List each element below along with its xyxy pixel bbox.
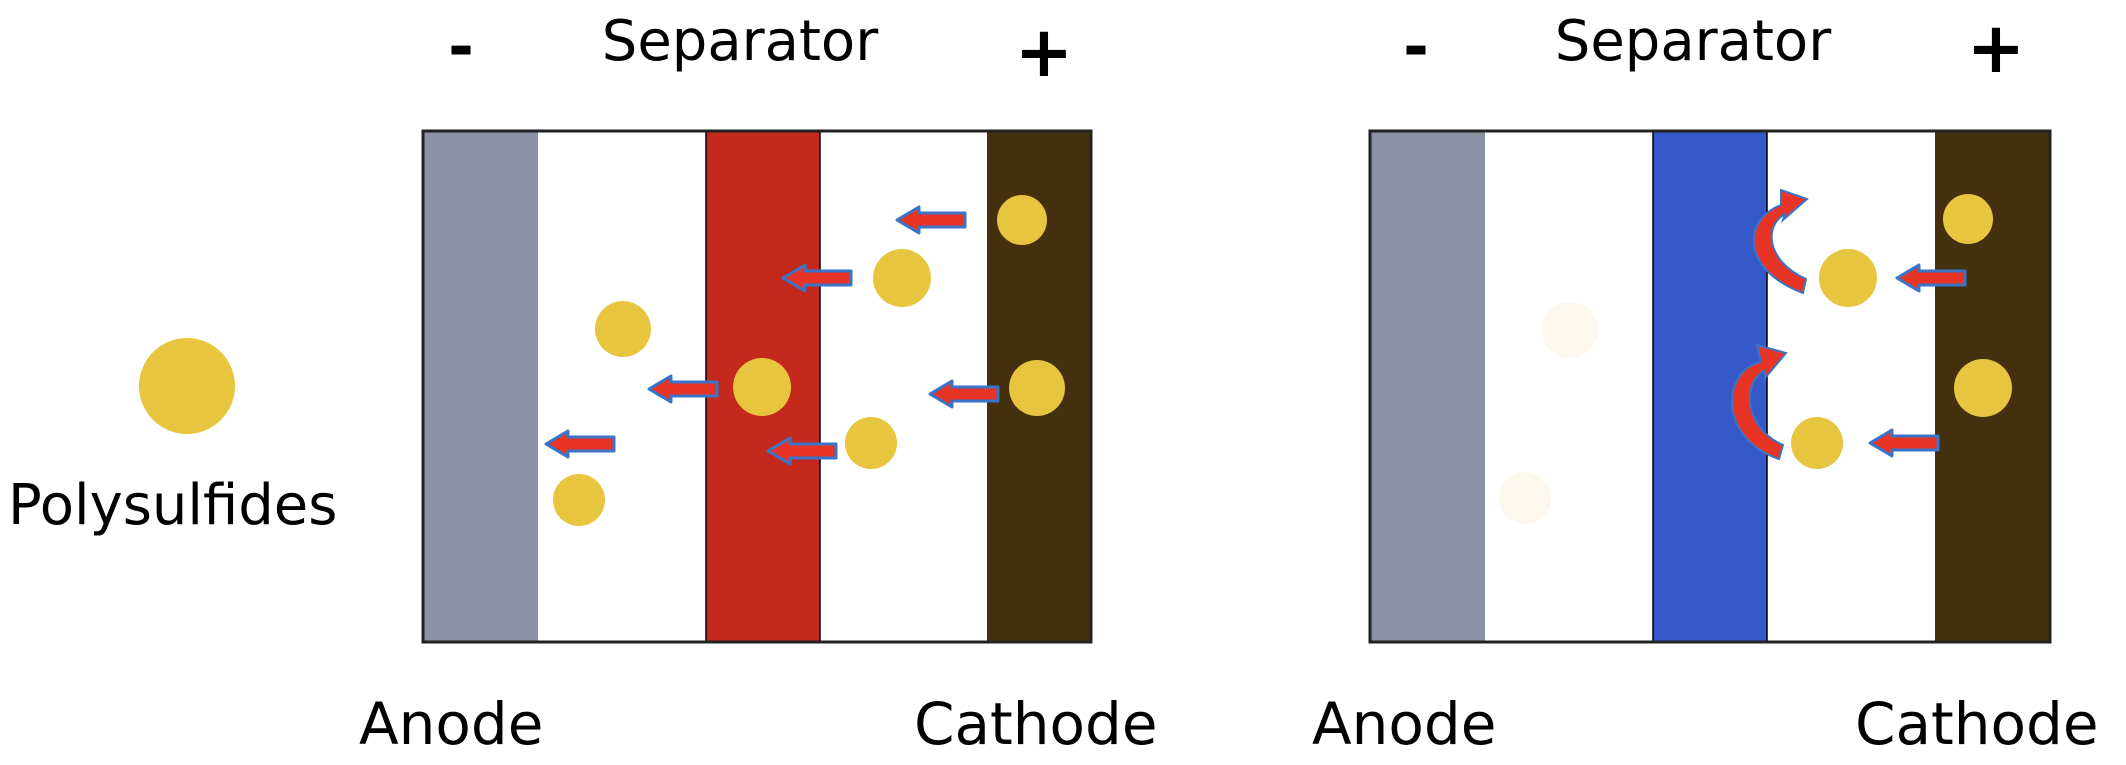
polysulfide	[873, 249, 931, 307]
right-panel: - Separator + Anode Cathode	[1312, 7, 2099, 758]
polysulfide	[997, 195, 1047, 245]
bounce-back-arrow-icon	[1731, 343, 1788, 461]
left-anode	[423, 131, 538, 642]
polysulfide	[1791, 417, 1843, 469]
polysulfide	[733, 358, 791, 416]
polysulfide	[595, 301, 651, 357]
left-separator-label: Separator	[602, 9, 879, 74]
polysulfide-faded	[1499, 472, 1551, 524]
polysulfide	[553, 474, 605, 526]
polysulfide	[1009, 360, 1065, 416]
right-plus-sign: +	[1967, 7, 2026, 89]
left-panel: - Separator + Anode Cathode	[359, 9, 1158, 758]
right-cathode-label: Cathode	[1855, 690, 2099, 758]
polysulfide	[845, 417, 897, 469]
left-minus-sign: -	[448, 10, 474, 83]
right-cell-border	[1368, 129, 2052, 644]
polysulfides-label: Polysulfides	[8, 473, 337, 538]
left-anode-label: Anode	[359, 690, 543, 758]
left-cell-border	[421, 129, 1093, 644]
left-plus-sign: +	[1015, 11, 1074, 93]
left-cathode-label: Cathode	[914, 690, 1158, 758]
right-separator-label: Separator	[1555, 9, 1832, 74]
polysulfide-legend-dot	[139, 338, 235, 434]
right-anode-label: Anode	[1312, 690, 1496, 758]
bounce-back-arrow-icon	[1752, 188, 1809, 295]
polysulfide	[1943, 194, 1993, 244]
polysulfide-faded	[1542, 302, 1598, 358]
polysulfide	[1954, 359, 2012, 417]
right-anode	[1370, 131, 1485, 642]
right-minus-sign: -	[1403, 10, 1429, 83]
polysulfide	[1819, 249, 1877, 307]
